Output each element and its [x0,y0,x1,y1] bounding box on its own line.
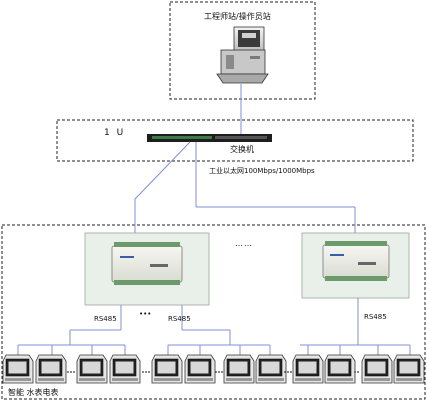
meter-ellipsis-dots [67,371,359,373]
network-links [134,84,356,233]
controller-panel-left [84,232,210,306]
meter-icon [393,354,425,384]
meter-icon [151,354,183,384]
meters-label: 智能 水表电表 [8,388,59,397]
rs485-label-left-b: RS485 [168,315,191,323]
field-box [1,224,426,400]
meter-icon [109,354,141,384]
controllers-ellipsis: …… [235,239,253,248]
meter-icon [324,354,356,384]
workstation-box [169,1,316,100]
meter-icon [76,354,108,384]
rs485-label-right: RS485 [364,313,387,321]
meter-group [2,354,425,384]
meter-icon [223,354,255,384]
rs485-between-dots: ••• [139,310,152,318]
switch-device-icon [147,134,272,142]
controller-panel-right [301,232,410,299]
switch-unit-label: 1 U [104,128,126,138]
switch-box [56,119,414,162]
meter-icon [292,354,324,384]
rs485-label-left: RS485 [94,315,117,323]
meter-icon [361,354,393,384]
meter-icon [255,354,287,384]
network-label: 工业以太网100Mbps/1000Mbps [209,167,315,175]
meter-icon [35,354,67,384]
meter-icon [2,354,34,384]
switch-label: 交换机 [230,145,254,154]
workstation-label: 工程师站/操作员站 [204,12,271,21]
rs485-buses [17,298,411,355]
meter-icon [184,354,216,384]
workstation-computer-icon [216,26,269,84]
